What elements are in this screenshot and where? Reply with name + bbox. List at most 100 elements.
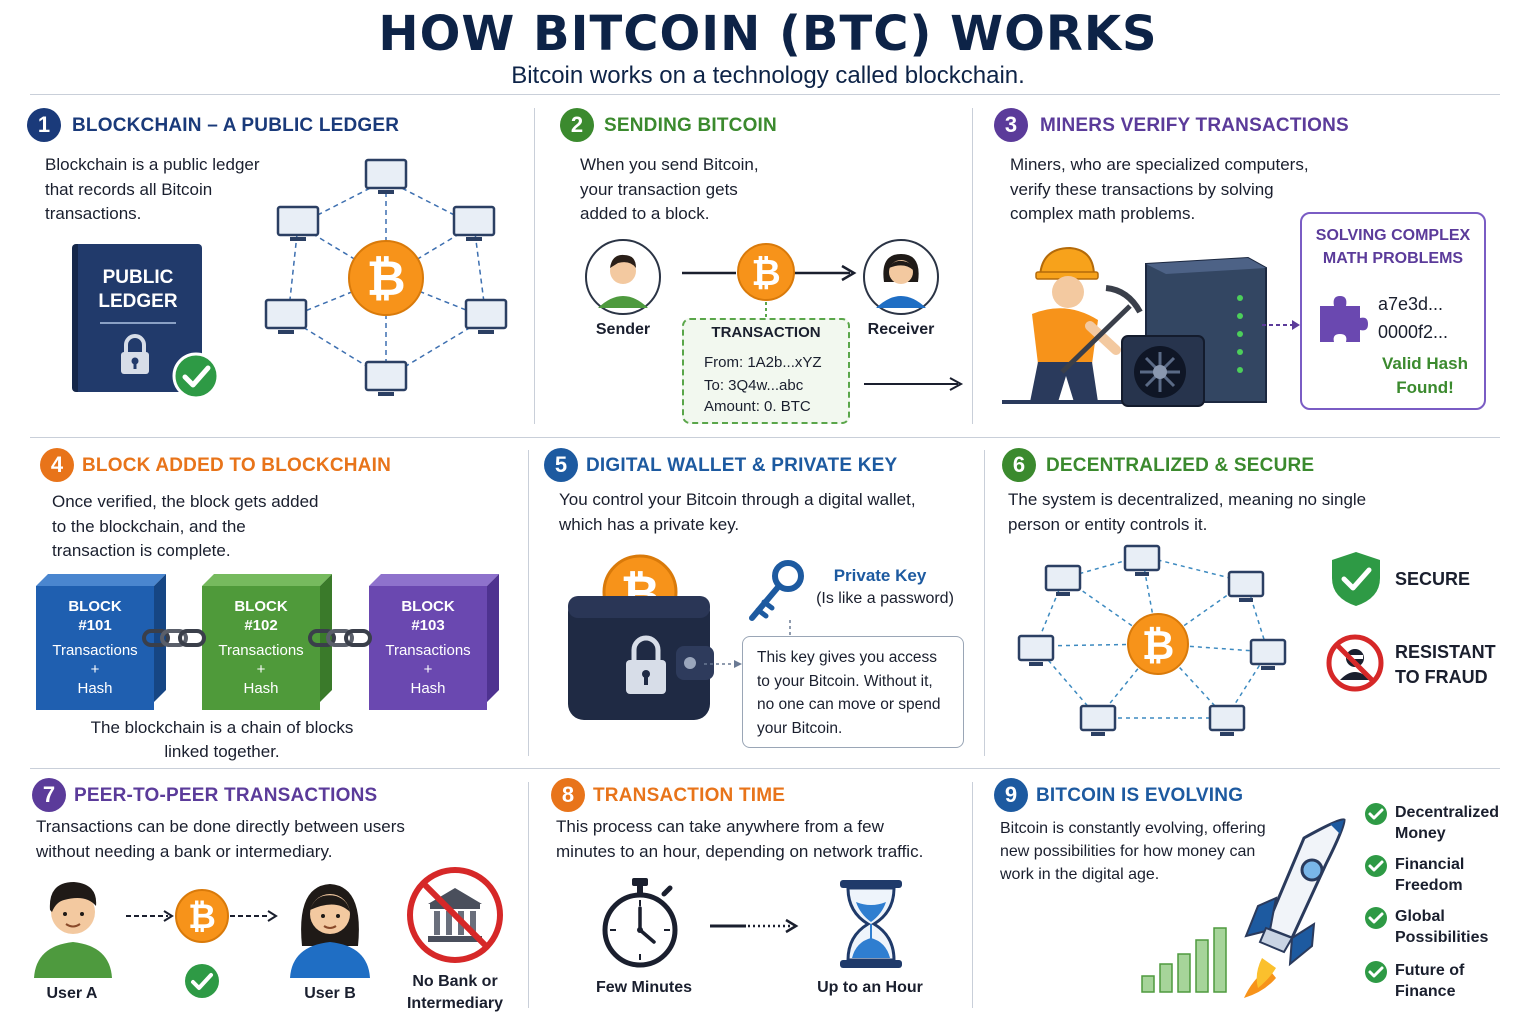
section-number: 6 [1002,448,1036,482]
private-key-subtitle: (Is like a password) [816,590,954,607]
divider [984,450,985,756]
block-101: BLOCK #101 Transactions + Hash [36,586,154,710]
arrow-icon [864,377,964,391]
section-number: 5 [544,448,578,482]
bank-crossed-icon [407,867,503,963]
receiver-label: Receiver [867,321,935,338]
chain-link-icon [142,629,206,647]
sender-avatar [585,239,661,315]
growth-chart-icon [1141,927,1227,993]
transfer-arrow [682,264,857,282]
hourglass-icon [840,880,902,968]
divider [30,437,1500,438]
svg-text:₿: ₿ [751,253,780,294]
divider [972,108,973,424]
computer-icon [1017,544,1287,732]
svg-text:₿: ₿ [188,897,216,937]
secure-label: SECURE [1395,569,1471,589]
bitcoin-icon: ₿ [348,240,424,316]
section-number: 8 [551,778,585,812]
hash-value: 0000f2... [1378,322,1449,342]
shield-check-icon [1332,552,1380,606]
block-102: BLOCK #102 Transactions + Hash [202,586,320,710]
receiver-avatar [863,239,939,315]
divider [528,450,529,756]
section-heading: DECENTRALIZED & SECURE [1046,455,1315,476]
section-number: 1 [27,108,61,142]
chain-link-icon [308,629,372,647]
divider [528,782,529,1008]
svg-text:₿: ₿ [1142,623,1175,669]
section-body: When you send Bitcoin,your transaction g… [580,155,759,223]
transaction-title: TRANSACTION [711,324,821,341]
sender-label: Sender [595,321,651,338]
user-icon [34,882,112,978]
network-diagram: ₿ [264,158,508,396]
section-heading: BITCOIN IS EVOLVING [1036,785,1244,806]
miner-icon [1002,246,1143,404]
section-number: 3 [994,108,1028,142]
section-number: 9 [994,778,1028,812]
section-number: 4 [40,448,74,482]
lock-icon [121,334,149,374]
svg-text:₿: ₿ [366,251,405,307]
stopwatch-icon [602,878,678,968]
p2p-arrows [126,910,278,922]
section-heading: DIGITAL WALLET & PRIVATE KEY [586,455,898,476]
section-body: You control your Bitcoin through a digit… [559,490,916,534]
divider [972,782,973,1008]
user-b-label: User B [304,985,356,1002]
user-icon [290,884,370,978]
section-number: 2 [560,108,594,142]
section-number: 7 [32,778,66,812]
connector-arrow [1262,320,1300,330]
computer-icon [264,158,508,392]
check-icon [1365,907,1387,929]
section-body: Miners, who are specialized computers,ve… [1010,155,1309,223]
transaction-amount: Amount: 0. BTC [704,398,811,415]
wallet-icon: ₿ [568,554,714,720]
connector-arrow [704,620,791,668]
check-icon [1365,855,1387,877]
key-icon [749,560,804,621]
bitcoin-icon: ₿ [1127,613,1189,675]
section-body: Transactions can be done directly betwee… [36,817,405,861]
check-icon [1365,803,1387,825]
key-note-box [742,636,964,748]
up-to-hour-label: Up to an Hour [817,979,923,996]
transaction-from: From: 1A2b...xYZ [704,354,822,371]
section-heading: TRANSACTION TIME [593,785,786,806]
section-heading: BLOCKCHAIN – A PUBLIC LEDGER [72,115,400,136]
transaction-box [682,318,850,424]
section-heading: PEER-TO-PEER TRANSACTIONS [74,785,378,806]
rocket-icon [1244,818,1346,998]
divider [100,322,176,324]
puzzle-icon [1320,296,1368,342]
divider [30,768,1500,769]
section-body: This process can take anywhere from a fe… [556,817,924,861]
bitcoin-icon: ₿ [737,243,795,301]
block-103: BLOCK #103 Transactions + Hash [369,586,487,710]
check-icon [1365,961,1387,983]
divider [30,94,1500,95]
check-icon [172,352,220,400]
server-icon [1121,256,1267,407]
section-body: The system is decentralized, meaning no … [1008,490,1367,534]
section-heading: BLOCK ADDED TO BLOCKCHAIN [82,455,391,476]
section-body: Bitcoin is constantly evolving, offering… [1000,820,1266,883]
transaction-to: To: 3Q4w...abc [704,377,804,394]
network-diagram: ₿ [1017,544,1287,736]
page-subtitle: Bitcoin works on a technology called blo… [511,62,1025,89]
